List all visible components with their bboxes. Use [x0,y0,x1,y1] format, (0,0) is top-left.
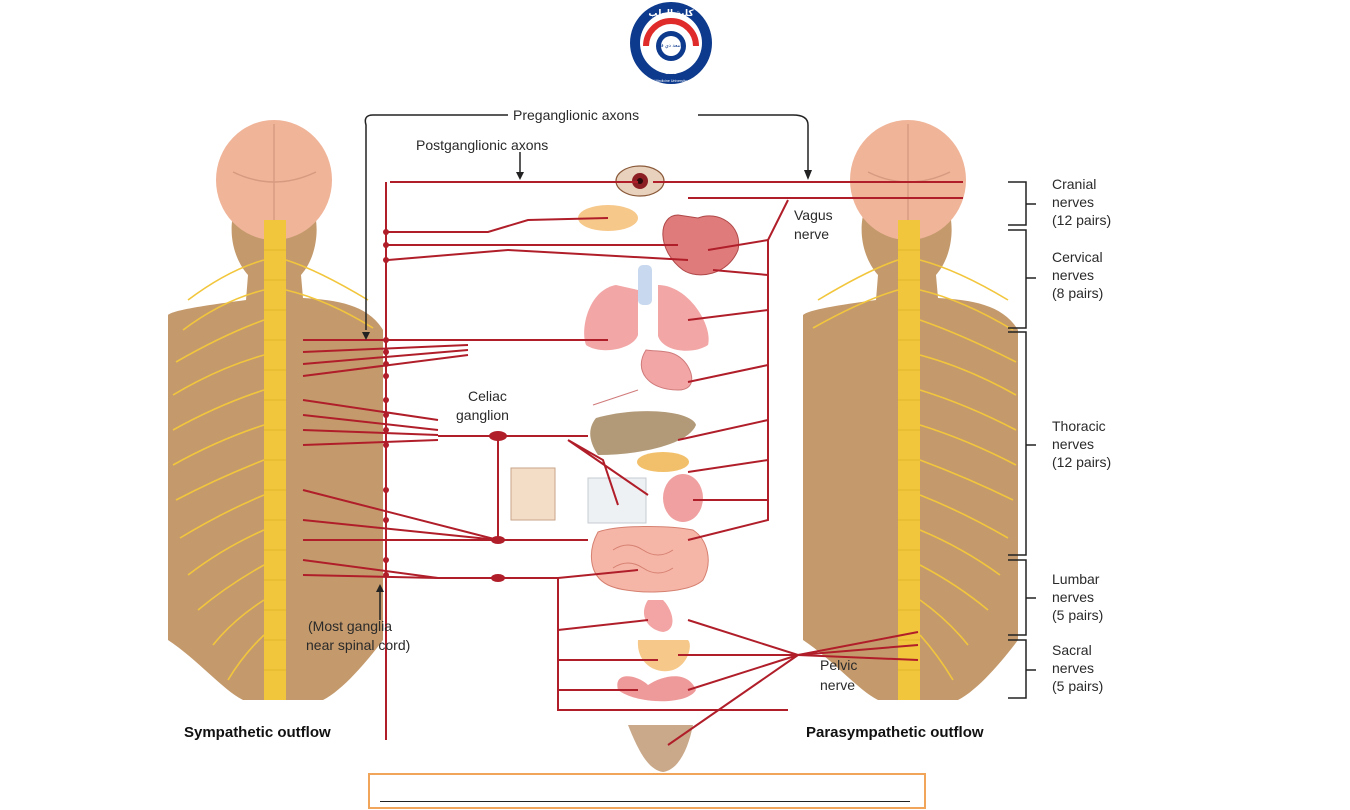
thoracic-nerves-label-2: nerves [1052,436,1094,452]
left-lung-organ [584,285,638,351]
lumbar-nerves-label-3: (5 pairs) [1052,607,1103,623]
logo-red-arc [643,18,699,47]
stomach-organ [592,349,693,406]
parasympathetic-outflow-title: Parasympathetic outflow [806,724,984,741]
nerve-pathways [302,181,963,746]
answer-blank-line [380,801,910,802]
college-logo: كلية الطب جامعة ذي قار 2002 College of M… [614,0,728,86]
reproductive-organ [617,676,696,702]
lumbar-nerves-label-1: Lumbar [1052,571,1100,587]
bladder-organ [637,640,690,672]
rectum-organ [643,600,673,632]
celiac-ganglion-label-1: Celiac [468,388,507,404]
skin-sweat-gland-organ [510,467,556,521]
cervical-nerves-label-1: Cervical [1052,249,1103,265]
sympathetic-outflow-title: Sympathetic outflow [184,724,331,741]
most-ganglia-label-2: near spinal cord) [306,637,410,653]
logo-ring-text: College of Medicine University of Thi-Qa… [638,79,704,83]
cranial-nerves-label-2: nerves [1052,194,1094,210]
genitalia-organ [628,725,693,772]
most-ganglia-label-1: (Most ganglia [308,618,392,634]
cervical-nerves-label-3: (8 pairs) [1052,285,1103,301]
parasympathetic-spinal-nerves [812,259,1017,681]
celiac-ganglion-node [489,431,507,441]
cervical-nerves-label-2: nerves [1052,267,1094,283]
logo-year: 2002 [665,70,676,76]
trachea-organ [638,265,652,305]
sacral-nerves-label-2: nerves [1052,660,1094,676]
right-lung-organ [658,285,709,351]
sympathetic-spinal-nerves [172,259,374,681]
lumbar-nerves-label-2: nerves [1052,589,1094,605]
pelvic-nerve-label-1: Pelvic [820,657,857,673]
preganglionic-arrow-right [698,114,809,170]
logo-center-inner [661,36,681,56]
sacral-nerves-label-3: (5 pairs) [1052,678,1103,694]
sacral-nerves-label-1: Sacral [1052,642,1092,658]
cranial-nerves-label-3: (12 pairs) [1052,212,1111,228]
kidney-organ [663,474,703,522]
thoracic-nerves-label-1: Thoracic [1052,418,1106,434]
answer-box[interactable] [368,773,926,809]
preganglionic-arrow-left [364,114,508,330]
vagus-nerve-label-2: nerve [794,226,829,242]
liver-organ [590,411,696,455]
pelvic-nerve-label-2: nerve [820,677,855,693]
nerve-group-brackets [1008,181,1036,699]
autonomic-nervous-system-diagram: Preganglionic axons Postganglionic axons… [168,100,1153,780]
vagus-nerve-label-1: Vagus [794,207,833,223]
arrows [364,114,809,620]
sympathetic-body [168,120,383,700]
preganglionic-label: Preganglionic axons [513,107,639,123]
logo-arabic-title: كلية الطب [648,8,694,18]
ganglia [383,229,507,582]
organs [510,165,740,772]
parasympathetic-body [803,120,1018,700]
gallbladder-organ [637,452,689,472]
thoracic-nerves-label-3: (12 pairs) [1052,454,1111,470]
postganglionic-label: Postganglionic axons [416,137,548,153]
logo-inner-text: جامعة ذي قار [656,43,685,49]
celiac-ganglion-label-2: ganglion [456,407,509,423]
intestines-organ [590,526,709,593]
cranial-nerves-label-1: Cranial [1052,176,1096,192]
